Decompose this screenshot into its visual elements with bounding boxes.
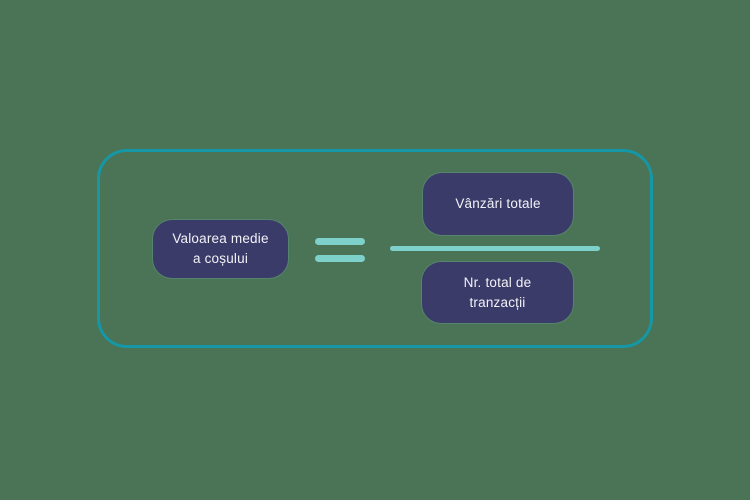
result-box: Valoarea medie a coșului: [153, 220, 288, 278]
formula-frame: Valoarea medie a coșului Vânzări totale …: [97, 149, 653, 348]
numerator-box: Vânzări totale: [423, 173, 573, 235]
fraction-bar-icon: [390, 246, 600, 251]
equals-bar: [315, 238, 365, 245]
denominator-label: Nr. total de tranzacții: [463, 274, 532, 310]
numerator-label: Vânzări totale: [455, 196, 541, 212]
denominator-box: Nr. total de tranzacții: [422, 262, 573, 323]
result-label: Valoarea medie a coșului: [172, 231, 269, 266]
equals-icon: [315, 238, 365, 262]
equals-bar: [315, 255, 365, 262]
